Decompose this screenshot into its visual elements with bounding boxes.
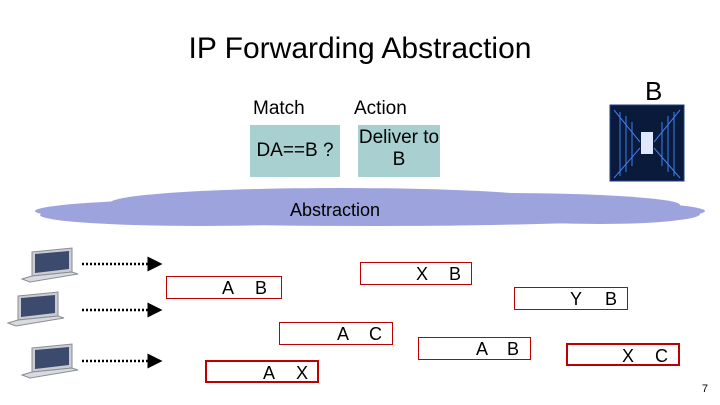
packet: A B bbox=[166, 276, 282, 299]
packet-src: X bbox=[416, 264, 429, 284]
slide-title: IP Forwarding Abstraction bbox=[188, 32, 532, 65]
packet: X B bbox=[360, 262, 472, 285]
laptop-icon bbox=[6, 291, 65, 327]
packet-src: Y bbox=[570, 289, 583, 309]
packet: X C bbox=[566, 343, 680, 366]
packet: A X bbox=[205, 360, 319, 383]
packet: A B bbox=[418, 337, 531, 360]
packet-src: A bbox=[337, 324, 350, 344]
packet-dst: X bbox=[296, 363, 309, 383]
packet-src: X bbox=[622, 346, 635, 366]
packet-dst: B bbox=[507, 339, 520, 359]
packet-dst: C bbox=[655, 346, 668, 366]
abstraction-label: Abstraction bbox=[290, 200, 381, 220]
action-header: Action bbox=[354, 98, 407, 119]
match-header: Match bbox=[253, 98, 305, 119]
page-number: 7 bbox=[701, 383, 708, 395]
packet-dst: B bbox=[255, 278, 268, 298]
packet: Y B bbox=[514, 287, 628, 310]
packet-dst: B bbox=[605, 289, 618, 309]
packet-dst: B bbox=[449, 264, 462, 284]
match-cell: DA==B ? bbox=[250, 125, 340, 177]
datacenter-image bbox=[609, 104, 685, 182]
packet-src: A bbox=[476, 339, 489, 359]
packet-src: A bbox=[222, 278, 235, 298]
packet-src: A bbox=[263, 363, 276, 383]
destination-label: B bbox=[645, 76, 663, 106]
packet-dst: C bbox=[369, 324, 382, 344]
packet: A C bbox=[279, 322, 393, 345]
abstraction-cloud bbox=[35, 188, 705, 226]
action-cell: Deliver to B bbox=[358, 125, 440, 177]
laptop-icon bbox=[20, 343, 79, 379]
laptop-icon bbox=[20, 247, 79, 283]
